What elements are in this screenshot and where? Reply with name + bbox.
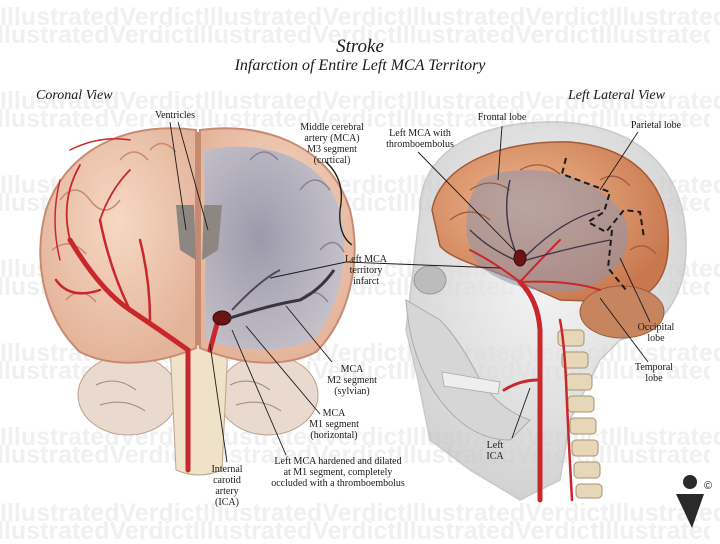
coronal-brain: [39, 127, 356, 476]
label-parietal-lobe: Parietal lobe: [630, 120, 682, 131]
lateral-view-label: Left Lateral View: [568, 88, 665, 103]
copyright-mark: ©: [704, 480, 713, 492]
label-frontal-lobe: Frontal lobe: [477, 112, 527, 123]
watermark-row: IllustratedVerdictIllustratedVerdictIllu…: [0, 88, 720, 114]
coronal-view-label: Coronal View: [36, 88, 113, 103]
diagram-subtitle: Infarction of Entire Left MCA Territory: [234, 57, 486, 74]
watermark-row: IllustratedVerdictIllustratedVerdictIllu…: [0, 4, 720, 30]
watermark-row: IllustratedVerdictIllustratedVerdictIllu…: [0, 22, 710, 48]
iv-logo-icon: [676, 475, 704, 528]
label-ventricles: Ventricles: [155, 110, 195, 121]
diagram-title: Stroke: [336, 36, 384, 57]
lateral-head: [405, 121, 687, 503]
watermark-row: IllustratedVerdictIllustratedVerdictIllu…: [0, 500, 720, 526]
